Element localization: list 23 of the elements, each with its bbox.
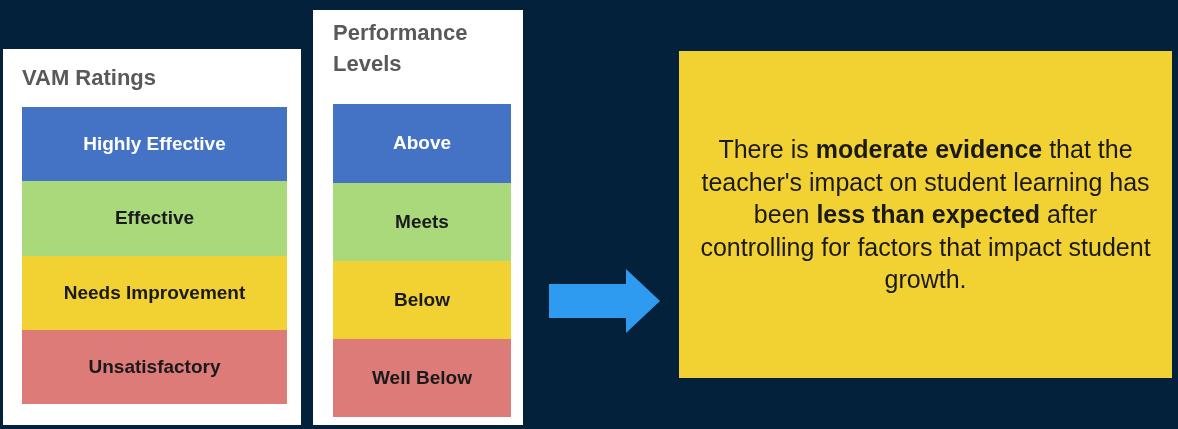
callout-text: There is moderate evidence that the teacher's impact on student learning has been less than expected after controlling for factors that impact student growth. [699,134,1152,296]
rating-band [22,107,287,181]
rating-band [22,330,287,404]
band-label: Above [392,131,452,156]
rating-band [333,183,511,261]
panel-heading: VAM Ratings [22,64,158,92]
rating-band [333,339,511,417]
band-label: Effective [114,206,195,231]
legend-panel [313,10,523,425]
panel-heading: Performance Levels [333,19,469,78]
band-label: Below [394,287,450,312]
band-label: Highly Effective [83,131,226,156]
legend-panel [3,49,301,425]
callout-box [679,51,1172,378]
rating-band [333,104,511,183]
band-label: Well Below [372,365,472,390]
band-label: Meets [395,209,449,234]
rating-band [22,181,287,256]
band-label: Unsatisfactory [88,354,221,379]
rating-band [333,261,511,339]
block-arrow [549,269,660,333]
rating-band [22,256,287,330]
band-label: Needs Improvement [63,280,246,305]
